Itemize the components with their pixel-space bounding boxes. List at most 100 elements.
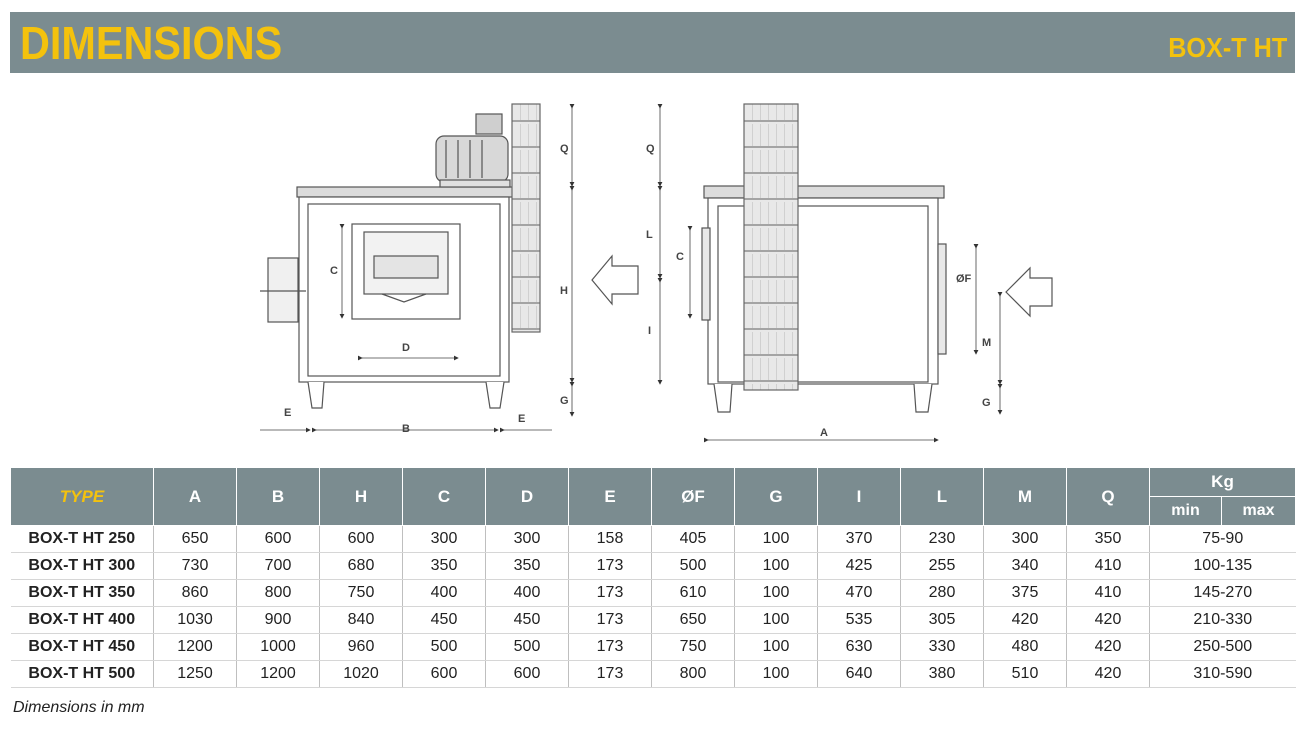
header-f: ØF <box>651 467 735 526</box>
value-cell: 420 <box>1066 633 1150 661</box>
label-a: A <box>820 427 828 439</box>
type-cell: BOX-T HT 500 <box>10 660 154 688</box>
value-cell: 1200 <box>236 660 320 688</box>
side-view <box>260 103 541 409</box>
header-e: E <box>568 467 652 526</box>
value-cell: 300 <box>983 525 1067 553</box>
page-title: DIMENSIONS <box>20 17 283 69</box>
value-cell: 420 <box>983 606 1067 634</box>
value-cell: 305 <box>900 606 984 634</box>
airflow-in-arrow <box>1005 266 1053 318</box>
header-m: M <box>983 467 1067 526</box>
label-c-side: C <box>330 265 338 277</box>
type-cell: BOX-T HT 400 <box>10 606 154 634</box>
value-cell: 350 <box>402 552 486 580</box>
header-kg-min: min <box>1149 496 1222 526</box>
airflow-out-arrow <box>591 254 639 306</box>
label-e-right: E <box>518 413 525 425</box>
value-cell: 100 <box>734 633 818 661</box>
value-cell: 730 <box>153 552 237 580</box>
header-q: Q <box>1066 467 1150 526</box>
value-cell: 840 <box>319 606 403 634</box>
label-d: D <box>402 342 410 354</box>
value-cell: 610 <box>651 579 735 607</box>
kg-cell: 210-330 <box>1148 606 1296 634</box>
value-cell: 410 <box>1066 579 1150 607</box>
value-cell: 900 <box>236 606 320 634</box>
value-cell: 400 <box>485 579 569 607</box>
kg-cell: 75-90 <box>1148 525 1296 553</box>
value-cell: 600 <box>485 660 569 688</box>
value-cell: 158 <box>568 525 652 553</box>
label-b: B <box>402 423 410 435</box>
value-cell: 420 <box>1066 606 1150 634</box>
label-g-side: G <box>560 395 569 407</box>
value-cell: 500 <box>485 633 569 661</box>
side-view-dimensions <box>260 104 575 433</box>
header-d: D <box>485 467 569 526</box>
label-q-side: Q <box>560 143 569 155</box>
value-cell: 800 <box>651 660 735 688</box>
value-cell: 300 <box>485 525 569 553</box>
value-cell: 450 <box>485 606 569 634</box>
type-cell: BOX-T HT 300 <box>10 552 154 580</box>
value-cell: 350 <box>485 552 569 580</box>
label-l: L <box>646 229 653 241</box>
value-cell: 750 <box>319 579 403 607</box>
model-name: BOX-T HT <box>1168 32 1287 63</box>
value-cell: 500 <box>651 552 735 580</box>
value-cell: 680 <box>319 552 403 580</box>
value-cell: 650 <box>651 606 735 634</box>
value-cell: 860 <box>153 579 237 607</box>
value-cell: 380 <box>900 660 984 688</box>
header-a: A <box>153 467 237 526</box>
header-i: I <box>817 467 901 526</box>
value-cell: 420 <box>1066 660 1150 688</box>
header-kg: Kg <box>1148 467 1297 497</box>
dimensions-table: TYPE A B H C D E ØF G I L M Q Kg min max… <box>10 467 1297 688</box>
title-band: DIMENSIONS BOX-T HT <box>10 12 1295 73</box>
value-cell: 630 <box>817 633 901 661</box>
value-cell: 800 <box>236 579 320 607</box>
value-cell: 1200 <box>153 633 237 661</box>
value-cell: 960 <box>319 633 403 661</box>
label-i: I <box>648 325 651 337</box>
value-cell: 410 <box>1066 552 1150 580</box>
header-c: C <box>402 467 486 526</box>
units-note: Dimensions in mm <box>13 699 145 716</box>
header-l: L <box>900 467 984 526</box>
side-view-labels: C D E B E Q H G <box>284 143 569 435</box>
value-cell: 405 <box>651 525 735 553</box>
technical-drawing: C D E B E Q H G Q L C I ØF M G A <box>260 103 1053 443</box>
value-cell: 425 <box>817 552 901 580</box>
value-cell: 470 <box>817 579 901 607</box>
value-cell: 1000 <box>236 633 320 661</box>
value-cell: 1030 <box>153 606 237 634</box>
value-cell: 400 <box>402 579 486 607</box>
value-cell: 700 <box>236 552 320 580</box>
front-view-labels: Q L C I ØF M G A <box>646 143 991 439</box>
value-cell: 280 <box>900 579 984 607</box>
label-g-front: G <box>982 397 991 409</box>
type-cell: BOX-T HT 250 <box>10 525 154 553</box>
front-view-dimensions <box>657 104 1003 443</box>
value-cell: 600 <box>402 660 486 688</box>
value-cell: 1250 <box>153 660 237 688</box>
label-m: M <box>982 337 991 349</box>
label-f: ØF <box>956 273 972 285</box>
value-cell: 300 <box>402 525 486 553</box>
value-cell: 230 <box>900 525 984 553</box>
value-cell: 480 <box>983 633 1067 661</box>
label-q-front: Q <box>646 143 655 155</box>
value-cell: 510 <box>983 660 1067 688</box>
type-cell: BOX-T HT 450 <box>10 633 154 661</box>
kg-cell: 250-500 <box>1148 633 1296 661</box>
value-cell: 100 <box>734 525 818 553</box>
value-cell: 535 <box>817 606 901 634</box>
value-cell: 375 <box>983 579 1067 607</box>
header-b: B <box>236 467 320 526</box>
